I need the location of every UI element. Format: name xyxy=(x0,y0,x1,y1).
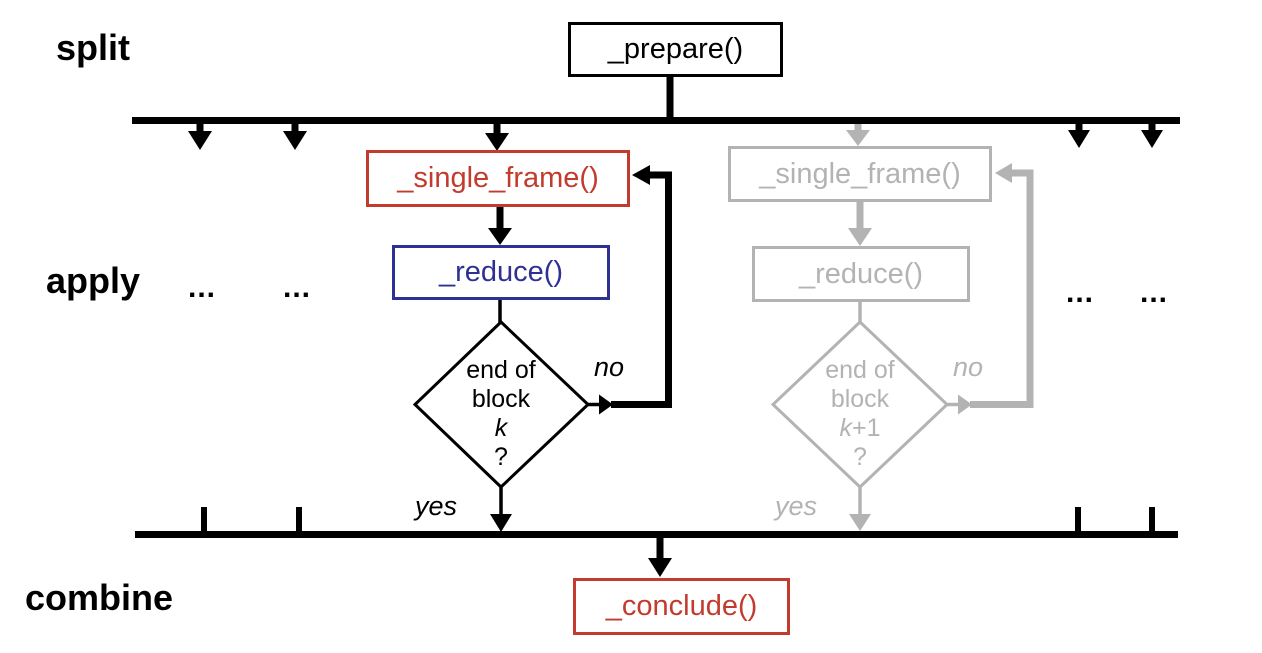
decision-qmark: ? xyxy=(494,443,508,471)
ghost-single-frame-box: _single_frame() xyxy=(728,146,992,202)
decision-text: end of block k ? xyxy=(431,356,571,472)
ghost-yes-label: yes xyxy=(775,491,818,521)
ghost-reduce-box: _reduce() xyxy=(752,246,970,302)
ghost-reduce-label: _reduce() xyxy=(798,257,924,290)
conclude-label: _conclude() xyxy=(605,590,758,622)
decision-line3: k xyxy=(431,414,571,443)
decision-line1: end of xyxy=(466,356,536,384)
stage-label-split: split xyxy=(56,27,131,68)
yes-label: yes xyxy=(415,491,458,521)
ghost-no-loop-arrow xyxy=(947,163,1034,415)
ellipsis-right-1: ... xyxy=(1066,276,1095,309)
single-frame-to-reduce-arrow xyxy=(488,207,512,245)
single-frame-label: _single_frame() xyxy=(397,162,599,194)
ellipsis-left-2: ... xyxy=(283,271,312,304)
decision-line2: block xyxy=(471,385,531,413)
ghost-decision-line3: k+1 xyxy=(790,414,930,443)
ellipsis-left-1: ... xyxy=(188,271,217,304)
split-arrow-center xyxy=(485,124,509,151)
split-arrow-5 xyxy=(1068,124,1090,148)
prepare-label: _prepare() xyxy=(607,33,744,65)
ghost-decision-line1: end of xyxy=(825,356,895,384)
stage-label-combine: combine xyxy=(25,577,174,618)
yes-arrow xyxy=(490,487,512,532)
decision-kvar: k xyxy=(494,414,508,442)
ghost-decision-line2: block xyxy=(830,385,890,413)
reduce-box: _reduce() xyxy=(392,245,610,300)
ghost-single-frame-label: _single_frame() xyxy=(759,157,961,190)
ghost-yes-arrow xyxy=(849,487,871,531)
ghost-decision-ksuffix: +1 xyxy=(851,414,881,442)
ellipsis-right-2: ... xyxy=(1140,276,1169,309)
no-loop-arrow xyxy=(588,165,672,415)
split-arrow-6 xyxy=(1141,124,1163,148)
combine-to-conclude-arrow xyxy=(648,538,672,577)
prepare-box: _prepare() xyxy=(568,22,783,77)
ghost-no-label: no xyxy=(953,352,984,382)
single-frame-box: _single_frame() xyxy=(366,150,630,207)
ghost-decision-kvar: k xyxy=(839,414,852,442)
split-arrow-1 xyxy=(188,124,212,150)
ghost-decision-text: end of block k+1 ? xyxy=(790,356,930,472)
no-label: no xyxy=(594,352,625,382)
stage-label-apply: apply xyxy=(46,260,141,301)
split-arrow-2 xyxy=(283,124,307,150)
ghost-decision-qmark: ? xyxy=(853,443,867,471)
ghost-single-frame-to-reduce-arrow xyxy=(848,202,872,246)
conclude-box: _conclude() xyxy=(573,578,790,635)
reduce-label: _reduce() xyxy=(438,256,564,288)
